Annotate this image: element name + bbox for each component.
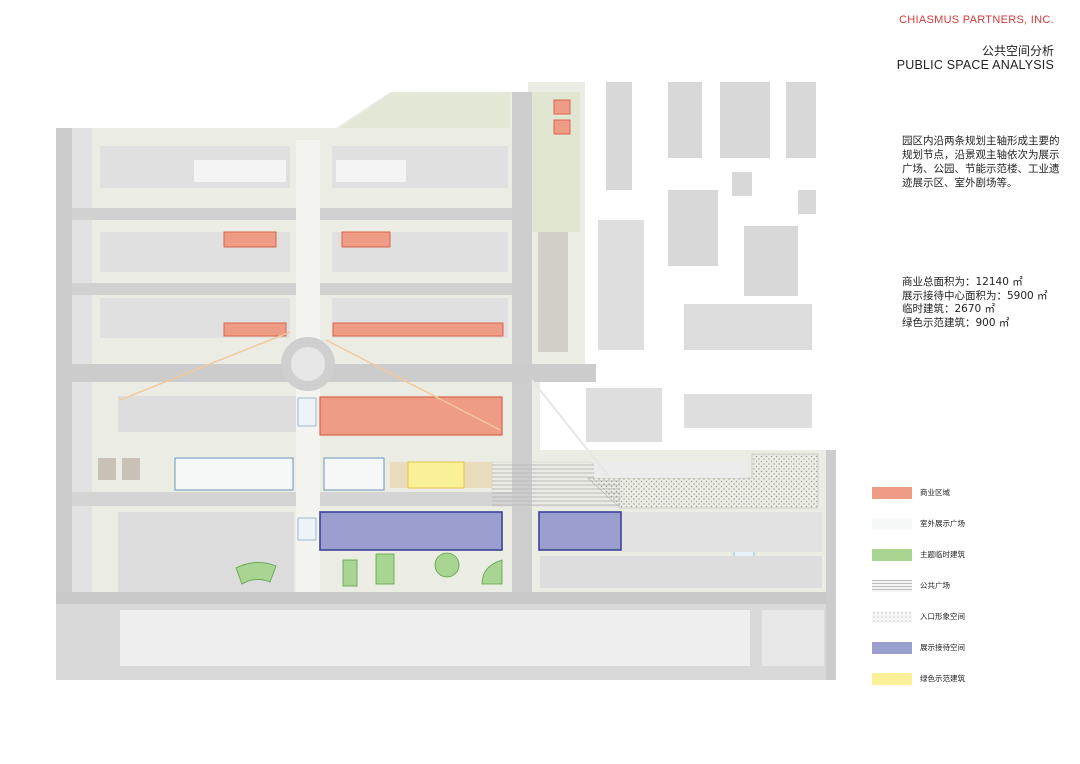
legend-swatch-green-demo xyxy=(872,673,912,685)
existing-bldg-8 xyxy=(598,220,644,350)
stat-green-area: 绿色示范建筑：900 ㎡ xyxy=(902,316,1010,329)
commercial-kiosk-2 xyxy=(553,119,571,135)
page-title-en: PUBLIC SPACE ANALYSIS xyxy=(896,58,1054,72)
existing-bldg-5 xyxy=(668,190,718,266)
legend-swatch-public-plaza xyxy=(872,580,912,592)
commercial-strip-1 xyxy=(223,231,277,248)
legend-swatch-commercial xyxy=(872,487,912,499)
exhibition-plaza-1 xyxy=(174,457,294,491)
existing-bldg-4 xyxy=(786,82,816,158)
stat-commercial-area: 商业总面积为：12140 ㎡ xyxy=(902,276,1023,288)
commercial-strip-3 xyxy=(223,322,287,337)
north-park-area xyxy=(340,92,510,128)
legend-swatch-reception xyxy=(872,642,912,654)
legend-label: 入口形象空间 xyxy=(920,612,965,621)
ew-road-lower xyxy=(72,492,512,506)
temporary-building-arc xyxy=(235,562,277,585)
stat-temporary-area: 临时建筑：2670 ㎡ xyxy=(902,303,996,316)
temporary-building-1 xyxy=(342,559,358,587)
existing-bldg-9 xyxy=(586,388,662,442)
temporary-building-3 xyxy=(434,552,460,578)
block-nw-1-court xyxy=(194,160,286,182)
entrance-space xyxy=(587,453,819,509)
block-east-south xyxy=(540,556,822,588)
commercial-strip-2 xyxy=(341,231,391,248)
existing-bldg-1 xyxy=(606,82,632,190)
legend-label: 室外展示广场 xyxy=(920,519,965,528)
reception-main xyxy=(319,511,503,551)
legend-swatch-entrance xyxy=(872,611,912,623)
temporary-building-2 xyxy=(375,553,395,585)
exhibition-plaza-4 xyxy=(297,517,317,541)
small-block-2 xyxy=(122,458,140,480)
roundabout-center xyxy=(291,347,325,381)
description-text: 园区内沿两条规划主轴形成主要的规划节点，沿景观主轴依次为展示广场、公园、节能示范… xyxy=(902,135,1060,189)
commercial-strip-4 xyxy=(332,322,504,337)
south-road xyxy=(56,592,832,604)
central-ns-road xyxy=(512,92,532,592)
legend-label: 公共广场 xyxy=(920,581,950,590)
existing-bldg-3 xyxy=(720,82,770,158)
existing-bldg-13 xyxy=(798,190,816,214)
sightline-2 xyxy=(325,339,501,431)
exhibition-plaza-3 xyxy=(297,397,317,427)
area-stats: 商业总面积为：12140 ㎡ 展示接待中心面积为：5900 ㎡ 临时建筑：267… xyxy=(902,276,1072,330)
commercial-kiosk-1 xyxy=(553,99,571,115)
legend-swatch-temporary xyxy=(872,549,912,561)
legend-label: 绿色示范建筑 xyxy=(920,674,965,683)
commercial-main xyxy=(319,396,503,436)
north-green-strip xyxy=(530,92,580,232)
small-block-east xyxy=(538,232,568,352)
existing-bldg-6 xyxy=(744,226,798,296)
ew-road-mid xyxy=(72,283,512,295)
block-ne-1-court xyxy=(336,160,406,182)
green-demo-building xyxy=(407,461,465,489)
existing-bldg-12 xyxy=(732,172,752,196)
east-south-block xyxy=(762,610,824,666)
existing-bldg-11 xyxy=(594,462,746,478)
small-block-1 xyxy=(98,458,116,480)
legend-label: 展示接待空间 xyxy=(920,643,965,652)
firm-name: CHIASMUS PARTNERS, INC. xyxy=(898,14,1054,26)
legend-label: 主题临时建筑 xyxy=(920,550,965,559)
reception-east xyxy=(538,511,622,551)
temporary-building-4 xyxy=(481,559,503,585)
exhibition-plaza-2 xyxy=(323,457,385,491)
legend-label: 商业区域 xyxy=(920,488,950,497)
stat-reception-area: 展示接待中心面积为：5900 ㎡ xyxy=(902,289,1048,302)
legend-swatch-outdoor-plaza xyxy=(872,518,912,530)
existing-bldg-7 xyxy=(684,304,812,350)
east-ns-road xyxy=(826,450,836,680)
page-title-cn: 公共空间分析 xyxy=(981,44,1054,58)
west-road-inner xyxy=(72,128,92,680)
west-road xyxy=(56,128,72,680)
existing-bldg-2 xyxy=(668,82,702,158)
south-block-inner xyxy=(120,610,750,666)
existing-bldg-10 xyxy=(684,394,812,428)
block-east-south-2 xyxy=(622,512,822,552)
sightline-1 xyxy=(119,331,291,401)
block-west-mid xyxy=(118,396,296,432)
sightline-3 xyxy=(531,379,611,479)
ew-road-north xyxy=(72,208,512,220)
